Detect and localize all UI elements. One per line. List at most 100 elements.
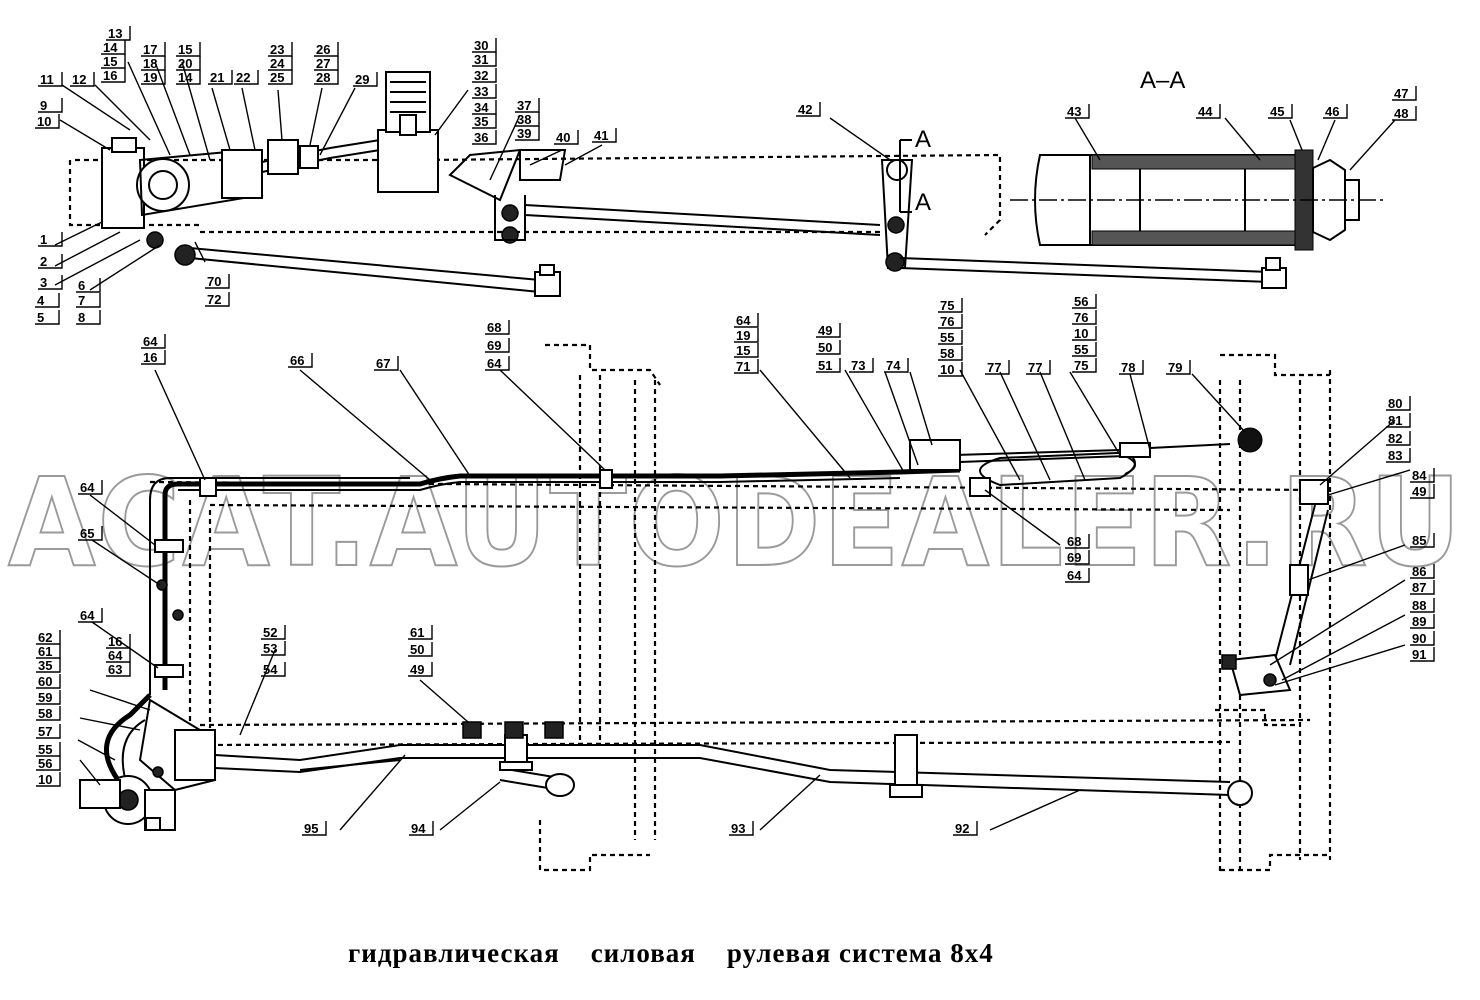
part-label-box (1386, 448, 1411, 463)
part-label-box (1072, 358, 1097, 373)
part-label-box (76, 310, 101, 325)
part-label-box (208, 70, 233, 85)
part-label-box (1410, 614, 1435, 629)
part-label: 2 (40, 254, 47, 269)
top-view: A A (68, 71, 1287, 297)
part-label: 77 (987, 360, 1001, 375)
part-label-box (36, 690, 61, 705)
part-label-box (1410, 580, 1435, 595)
part-label-box (1386, 396, 1411, 411)
part-label-box (796, 102, 821, 117)
part-label: 51 (818, 358, 832, 373)
part-label: 73 (851, 358, 865, 373)
part-label: 6 (78, 278, 85, 293)
part-label-box (205, 292, 230, 307)
part-label-box (472, 84, 497, 99)
part-label-box (884, 358, 909, 373)
part-label: 90 (1412, 631, 1426, 646)
part-label: 89 (1412, 614, 1426, 629)
part-label-box (234, 70, 259, 85)
section-a-a: A–A (1010, 67, 1385, 251)
part-label-box (76, 278, 101, 293)
part-label-box (78, 480, 103, 495)
part-label: 18 (143, 56, 157, 71)
part-label: 29 (355, 72, 369, 87)
part-label-box (953, 821, 978, 836)
part-label: 49 (1412, 484, 1426, 499)
part-label-box (314, 70, 339, 85)
part-label: 15 (178, 42, 192, 57)
part-label-box (938, 330, 963, 345)
part-label: 94 (411, 821, 426, 836)
part-label: 38 (517, 112, 531, 127)
part-label: 68 (1067, 534, 1081, 549)
part-label-box (472, 52, 497, 67)
part-label: 23 (270, 42, 284, 57)
part-label-box (261, 662, 286, 677)
part-label: 76 (940, 314, 954, 329)
part-label-box (36, 706, 61, 721)
part-label-box (1065, 534, 1090, 549)
part-label-box (36, 658, 61, 673)
part-label: 56 (1074, 294, 1088, 309)
part-label: 41 (594, 128, 608, 143)
part-label-box (1166, 360, 1191, 375)
part-label: 52 (263, 625, 277, 640)
part-label-box (408, 662, 433, 677)
part-label: 64 (80, 608, 95, 623)
part-label: 33 (474, 84, 488, 99)
part-label-box (485, 320, 510, 335)
part-label: 53 (263, 641, 277, 656)
part-label: 42 (798, 102, 812, 117)
part-label: 12 (72, 72, 86, 87)
part-label: 93 (731, 821, 745, 836)
part-label: 70 (207, 274, 221, 289)
part-label: 8 (78, 310, 85, 325)
part-label-box (1065, 568, 1090, 583)
part-label: 7 (78, 293, 85, 308)
part-label: 31 (474, 52, 488, 67)
part-label-box (485, 338, 510, 353)
part-label-box (36, 724, 61, 739)
part-label: 13 (108, 26, 122, 41)
part-label: 60 (38, 674, 52, 689)
part-label: 39 (517, 126, 531, 141)
leader-lines (54, 61, 1411, 831)
part-label-box (205, 274, 230, 289)
part-label: 22 (236, 70, 250, 85)
part-label: 26 (316, 42, 330, 57)
section-mark-bottom: A (915, 189, 931, 216)
part-label: 66 (290, 353, 304, 368)
part-label-box (35, 293, 60, 308)
part-label: 64 (108, 648, 123, 663)
part-label: 61 (410, 625, 424, 640)
part-label-box (36, 756, 61, 771)
part-label-box (1026, 360, 1051, 375)
part-label-box (734, 343, 759, 358)
part-label: 69 (1067, 550, 1081, 565)
part-label: 1 (40, 232, 47, 247)
part-label: 64 (736, 313, 751, 328)
part-label: 37 (517, 98, 531, 113)
part-label: 16 (143, 350, 157, 365)
part-label-box (288, 353, 313, 368)
part-label-box (36, 772, 61, 787)
part-label: 3 (40, 275, 47, 290)
part-label: 50 (818, 340, 832, 355)
part-label: 85 (1412, 533, 1426, 548)
part-label-box (1268, 104, 1293, 119)
part-label: 55 (1074, 342, 1088, 357)
part-label-box (1196, 104, 1221, 119)
part-label: 92 (955, 821, 969, 836)
part-label: 79 (1168, 360, 1182, 375)
part-label-box (985, 360, 1010, 375)
part-label: 64 (1067, 568, 1082, 583)
part-label-box (1392, 106, 1417, 121)
part-label-box (1072, 310, 1097, 325)
part-label: 40 (556, 130, 570, 145)
part-label: 5 (37, 310, 44, 325)
part-label: 14 (103, 40, 118, 55)
part-label: 82 (1388, 431, 1402, 446)
part-label-box (816, 358, 841, 373)
